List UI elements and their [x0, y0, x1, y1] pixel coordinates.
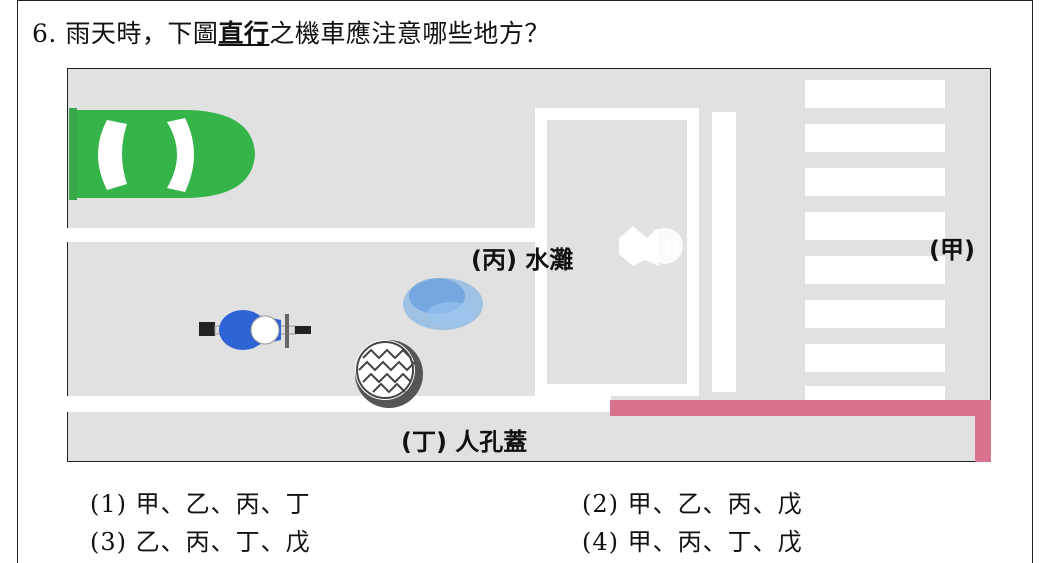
question-prefix: 雨天時，下圖	[65, 19, 219, 48]
stop-line	[712, 112, 736, 392]
option-1[interactable]: (1) 甲、乙、丙、丁	[90, 490, 311, 518]
label-jia: (甲)	[929, 236, 975, 264]
question-emphasis: 直行	[218, 19, 270, 48]
manhole-cover-icon	[355, 340, 423, 408]
scooter-road-marking-icon: 0	[619, 226, 683, 266]
label-ding-manhole: (丁) 人孔蓋	[401, 428, 528, 456]
scooter-rider-icon	[199, 310, 311, 350]
road-scene-svg: 0	[67, 68, 991, 462]
question-frame	[17, 0, 1033, 563]
zebra-crossing	[805, 80, 945, 406]
puddle-icon	[403, 278, 483, 330]
option-3[interactable]: (3) 乙、丙、丁、戊	[90, 528, 311, 556]
label-bing-puddle: (丙) 水灘	[471, 246, 574, 274]
lower-lane-line	[67, 396, 611, 412]
road-illustration: 0	[67, 68, 991, 462]
question-text: 6. 雨天時，下圖直行之機車應注意哪些地方？	[32, 14, 550, 50]
option-4[interactable]: (4) 甲、丙、丁、戊	[582, 528, 803, 556]
upper-lane-line	[67, 228, 543, 242]
option-2[interactable]: (2) 甲、乙、丙、戊	[582, 490, 803, 518]
waiting-box	[535, 108, 699, 396]
svg-text:0: 0	[665, 237, 679, 261]
red-curb	[610, 400, 991, 462]
question-number: 6.	[32, 19, 57, 48]
question-suffix: 之機車應注意哪些地方？	[269, 19, 550, 48]
car-icon	[69, 108, 255, 200]
